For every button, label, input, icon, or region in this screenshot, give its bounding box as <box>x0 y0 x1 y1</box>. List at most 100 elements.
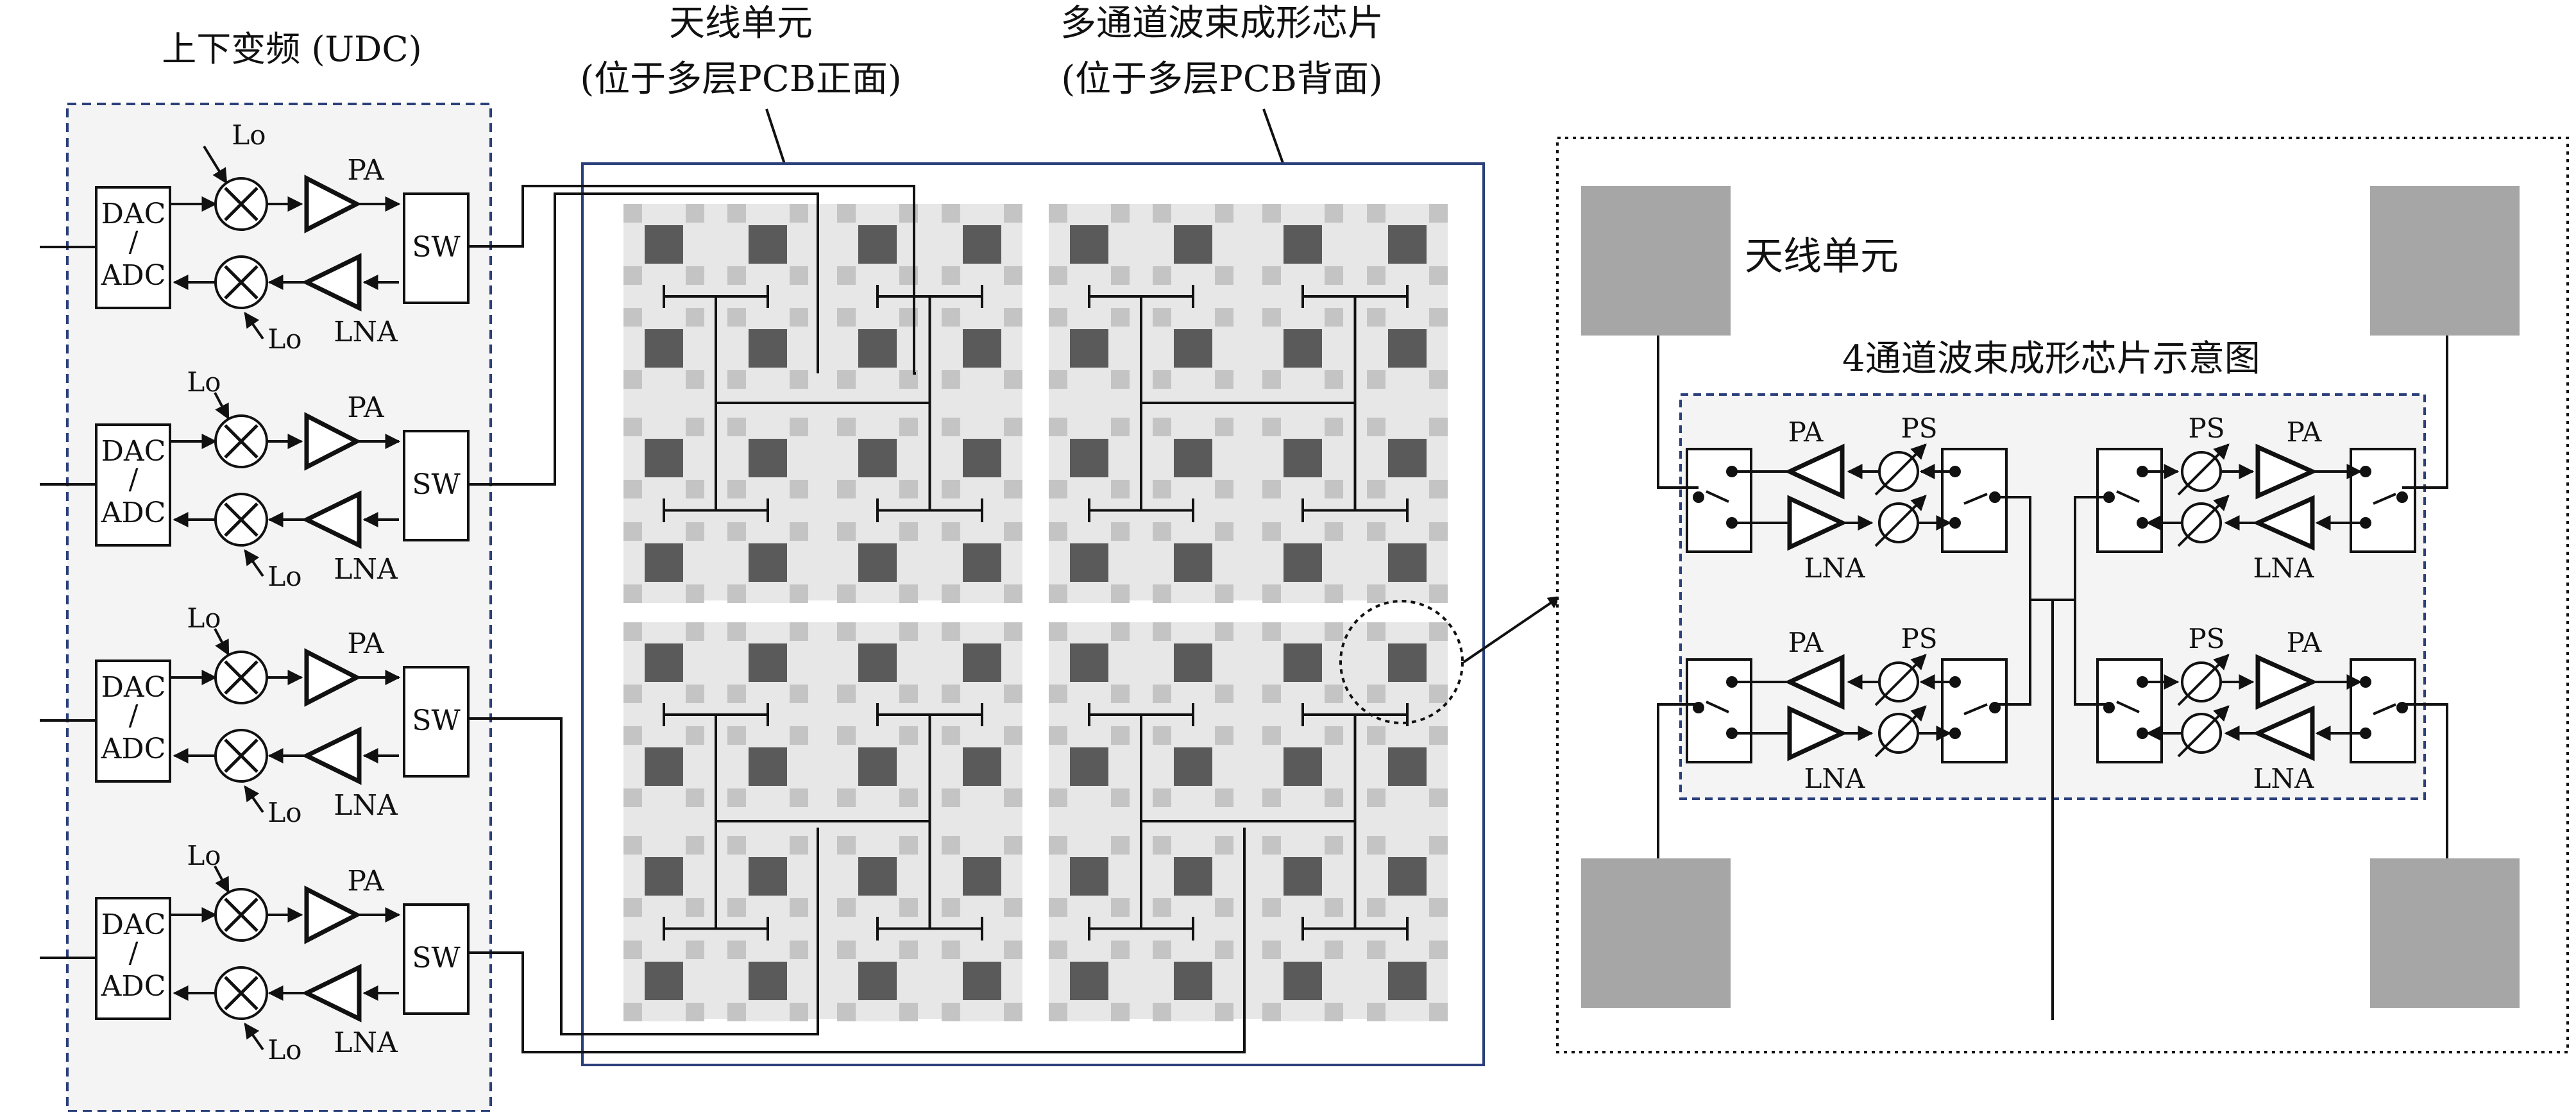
phase-shifter <box>1874 705 1927 758</box>
pa-amplifier <box>2255 654 2318 710</box>
mixer-cross <box>224 660 258 695</box>
lna-label: LNA <box>334 789 398 822</box>
antenna-element-patch <box>963 543 1001 582</box>
antenna-element <box>623 941 704 1021</box>
udc-title: 上下变频 (UDC) <box>162 29 421 69</box>
detail-antenna-top-right <box>2370 186 2520 336</box>
dac-adc-block <box>95 660 171 783</box>
antenna-element <box>1153 308 1233 389</box>
switch-node <box>2137 517 2148 529</box>
antenna-element-patch <box>749 962 787 1000</box>
rx-mixer <box>214 966 268 1020</box>
antenna-element-patch <box>1070 439 1108 477</box>
mixer-cross <box>224 265 258 300</box>
adc-label: ADC <box>101 733 166 765</box>
antenna-element <box>1049 418 1130 498</box>
lo-arrow-top <box>214 628 230 656</box>
lna-amplifier <box>2252 495 2315 551</box>
lo-arrow-top <box>203 145 228 185</box>
antenna-element-patch <box>749 225 787 264</box>
antenna-element-patch <box>963 643 1001 682</box>
switch-node <box>2137 728 2148 739</box>
antenna-element-patch <box>1284 439 1322 477</box>
antenna-element-patch <box>963 329 1001 368</box>
lo-label-bottom: Lo <box>267 323 301 355</box>
dac-label: DAC <box>101 671 166 704</box>
ps-arrow <box>1874 654 1927 706</box>
pa-label: PA <box>1788 416 1824 448</box>
antenna-element <box>727 941 808 1021</box>
ps-arrow <box>1874 443 1927 496</box>
antenna-element <box>623 836 704 917</box>
antenna-element-patch <box>645 543 683 582</box>
antenna-element-patch <box>963 747 1001 786</box>
detail-antenna-bottom-right <box>2370 858 2520 1008</box>
detail-antenna-top-left <box>1581 186 1731 336</box>
feed-line-ch2 <box>468 192 819 486</box>
antenna-element-patch <box>858 857 897 896</box>
antenna-element <box>1262 941 1343 1021</box>
tx-mixer <box>214 651 268 704</box>
phase-shifter <box>2177 654 2230 706</box>
mixer-cross <box>224 976 258 1010</box>
lna-label: LNA <box>2253 552 2315 584</box>
antenna-element-patch <box>749 857 787 896</box>
antenna-element <box>837 418 918 498</box>
antenna-element <box>623 418 704 498</box>
zoom-arrow <box>1462 595 1561 663</box>
lo-label-bottom: Lo <box>267 561 301 592</box>
zoom-circle <box>1339 600 1464 724</box>
lo-label-bottom: Lo <box>267 797 301 828</box>
lo-label-top: Lo <box>232 119 266 151</box>
antenna-element-patch <box>1070 543 1108 582</box>
antenna-element-patch <box>1284 225 1322 264</box>
antenna-element-patch <box>1174 543 1212 582</box>
detail-antenna-bottom-left <box>1581 858 1731 1008</box>
switch-node <box>2360 676 2371 688</box>
antenna-element-patch <box>1070 747 1108 786</box>
lna-amplifier <box>301 253 362 312</box>
lna-amplifier <box>1787 705 1848 762</box>
antenna-element-patch <box>858 439 897 477</box>
antenna-element <box>727 418 808 498</box>
antenna-element-patch <box>645 643 683 682</box>
antenna-element-patch <box>749 439 787 477</box>
switch-blade <box>1963 703 1988 715</box>
pcb-quadrants <box>623 204 1448 1021</box>
antenna-element-patch <box>963 225 1001 264</box>
antenna-element <box>942 726 1022 807</box>
antenna-element-patch <box>645 962 683 1000</box>
lo-arrow-top <box>214 392 230 420</box>
antenna-element <box>942 418 1022 498</box>
antenna-element-patch <box>1388 329 1427 368</box>
dac-adc-block <box>95 186 171 309</box>
antenna-wire-br <box>2402 703 2448 858</box>
ps-arrow <box>2177 705 2230 758</box>
ps-arrow <box>2177 495 2230 547</box>
antenna-element-patch <box>858 962 897 1000</box>
antenna-element-patch <box>749 643 787 682</box>
antenna-element <box>727 522 808 603</box>
lo-arrow-top <box>214 865 230 894</box>
antenna-element-patch <box>645 225 683 264</box>
switch-blade <box>1706 490 1729 503</box>
antenna-element <box>1049 726 1130 807</box>
antenna-element-patch <box>645 439 683 477</box>
antenna-element <box>837 726 918 807</box>
antenna-element <box>1153 418 1233 498</box>
phase-shifter <box>1874 443 1927 496</box>
antenna-element-patch <box>858 329 897 368</box>
antenna-element <box>1153 622 1233 703</box>
lo-label-bottom: Lo <box>267 1034 301 1066</box>
antenna-element-patch <box>749 543 787 582</box>
switch-node <box>1693 491 1704 503</box>
mixer-cross <box>224 738 258 773</box>
pa-label: PA <box>347 391 385 424</box>
antenna-element <box>1049 836 1130 917</box>
antenna-element <box>727 622 808 703</box>
adc-label: ADC <box>101 497 166 529</box>
sw-label: SW <box>412 704 461 737</box>
antenna-element-patch <box>749 329 787 368</box>
antenna-element <box>1262 418 1343 498</box>
